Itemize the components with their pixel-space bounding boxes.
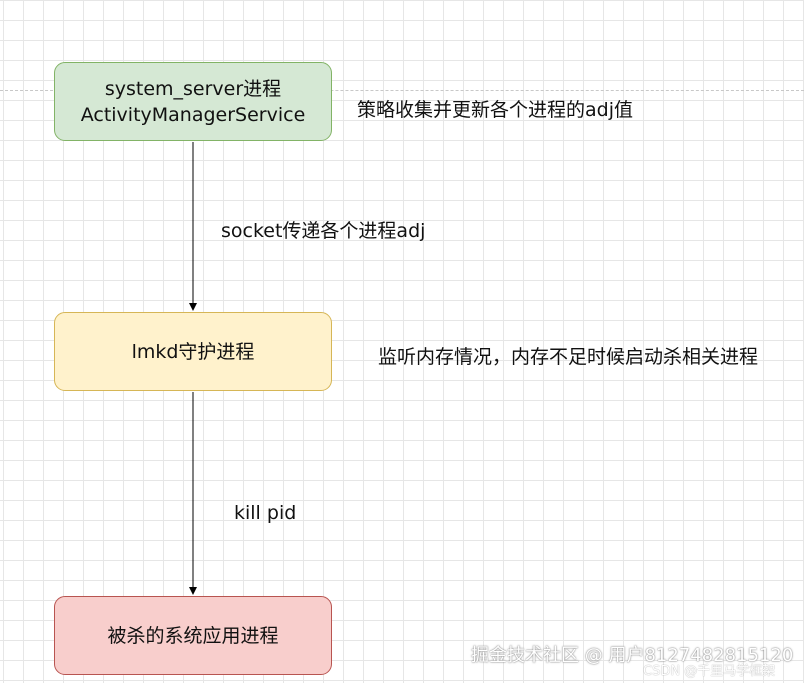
- node-lmkd[interactable]: lmkd守护进程: [54, 312, 332, 391]
- edge-socket-arrowhead: [189, 303, 197, 311]
- node-lmkd-label: lmkd守护进程: [131, 340, 255, 363]
- node-system-server[interactable]: system_server进程 ActivityManagerService: [54, 62, 332, 141]
- edge-label-kill: kill pid: [234, 502, 297, 524]
- page-break-line: [0, 90, 804, 91]
- node-system-server-line2: ActivityManagerService: [80, 103, 306, 126]
- watermark-csdn: CSDN @千里马学框架: [643, 664, 776, 679]
- watermark-juejin: 掘金技术社区 @ 用户8127482815120: [471, 645, 794, 666]
- node-killed-process[interactable]: 被杀的系统应用进程: [54, 596, 332, 675]
- annotation-policy: 策略收集并更新各个进程的adj值: [357, 99, 633, 121]
- node-killed-process-label: 被杀的系统应用进程: [107, 624, 279, 647]
- edge-kill-arrowhead: [189, 587, 197, 595]
- node-system-server-line1: system_server进程: [104, 77, 282, 100]
- edge-label-socket: socket传递各个进程adj: [221, 220, 426, 242]
- annotation-monitor: 监听内存情况，内存不足时候启动杀相关进程: [378, 346, 759, 368]
